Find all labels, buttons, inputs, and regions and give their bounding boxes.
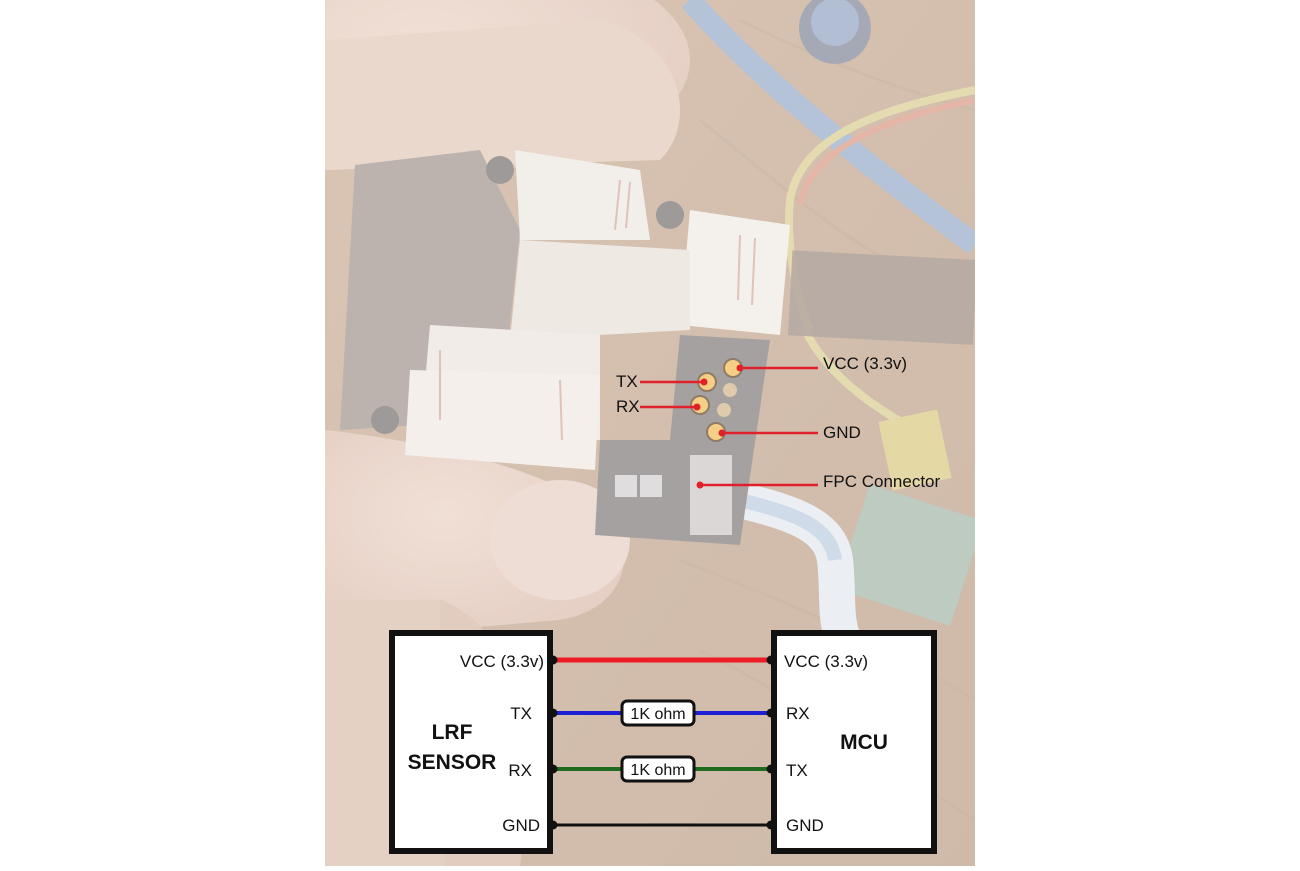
lrf-pin-tx: TX xyxy=(510,704,532,723)
lrf-pin-rx: RX xyxy=(508,761,532,780)
photo-callouts: TX RX VCC (3.3v) GND FPC Connector xyxy=(616,354,940,491)
mcu-pin-rx: RX xyxy=(786,704,810,723)
lrf-pin-vcc: VCC (3.3v) xyxy=(460,652,544,671)
mcu-box xyxy=(771,630,937,854)
fpc-connector-body xyxy=(690,455,732,535)
lrf-pin-gnd: GND xyxy=(502,816,540,835)
device-photo xyxy=(325,0,975,866)
mcu-title: MCU xyxy=(840,731,888,754)
lrf-title-line2: SENSOR xyxy=(408,751,497,774)
callout-fpc-label: FPC Connector xyxy=(823,472,940,491)
lrf-sensor-box xyxy=(389,630,553,854)
lrf-title-line1: LRF xyxy=(432,721,473,744)
wiring-schematic: LRF SENSOR VCC (3.3v) TX RX GND MCU VCC … xyxy=(389,630,937,854)
resistor-bottom-label: 1K ohm xyxy=(630,762,685,779)
callout-gnd-label: GND xyxy=(823,423,861,442)
callout-tx-label: TX xyxy=(616,372,638,391)
callout-vcc-label: VCC (3.3v) xyxy=(823,354,907,373)
mcu-pin-tx: TX xyxy=(786,761,808,780)
resistor-bottom xyxy=(620,755,696,783)
resistor-top-label: 1K ohm xyxy=(630,706,685,723)
callout-rx-label: RX xyxy=(616,397,640,416)
resistor-top xyxy=(620,699,696,727)
blue-cable xyxy=(681,0,975,254)
mcu-pin-vcc: VCC (3.3v) xyxy=(784,652,868,671)
mcu-pin-gnd: GND xyxy=(786,816,824,835)
